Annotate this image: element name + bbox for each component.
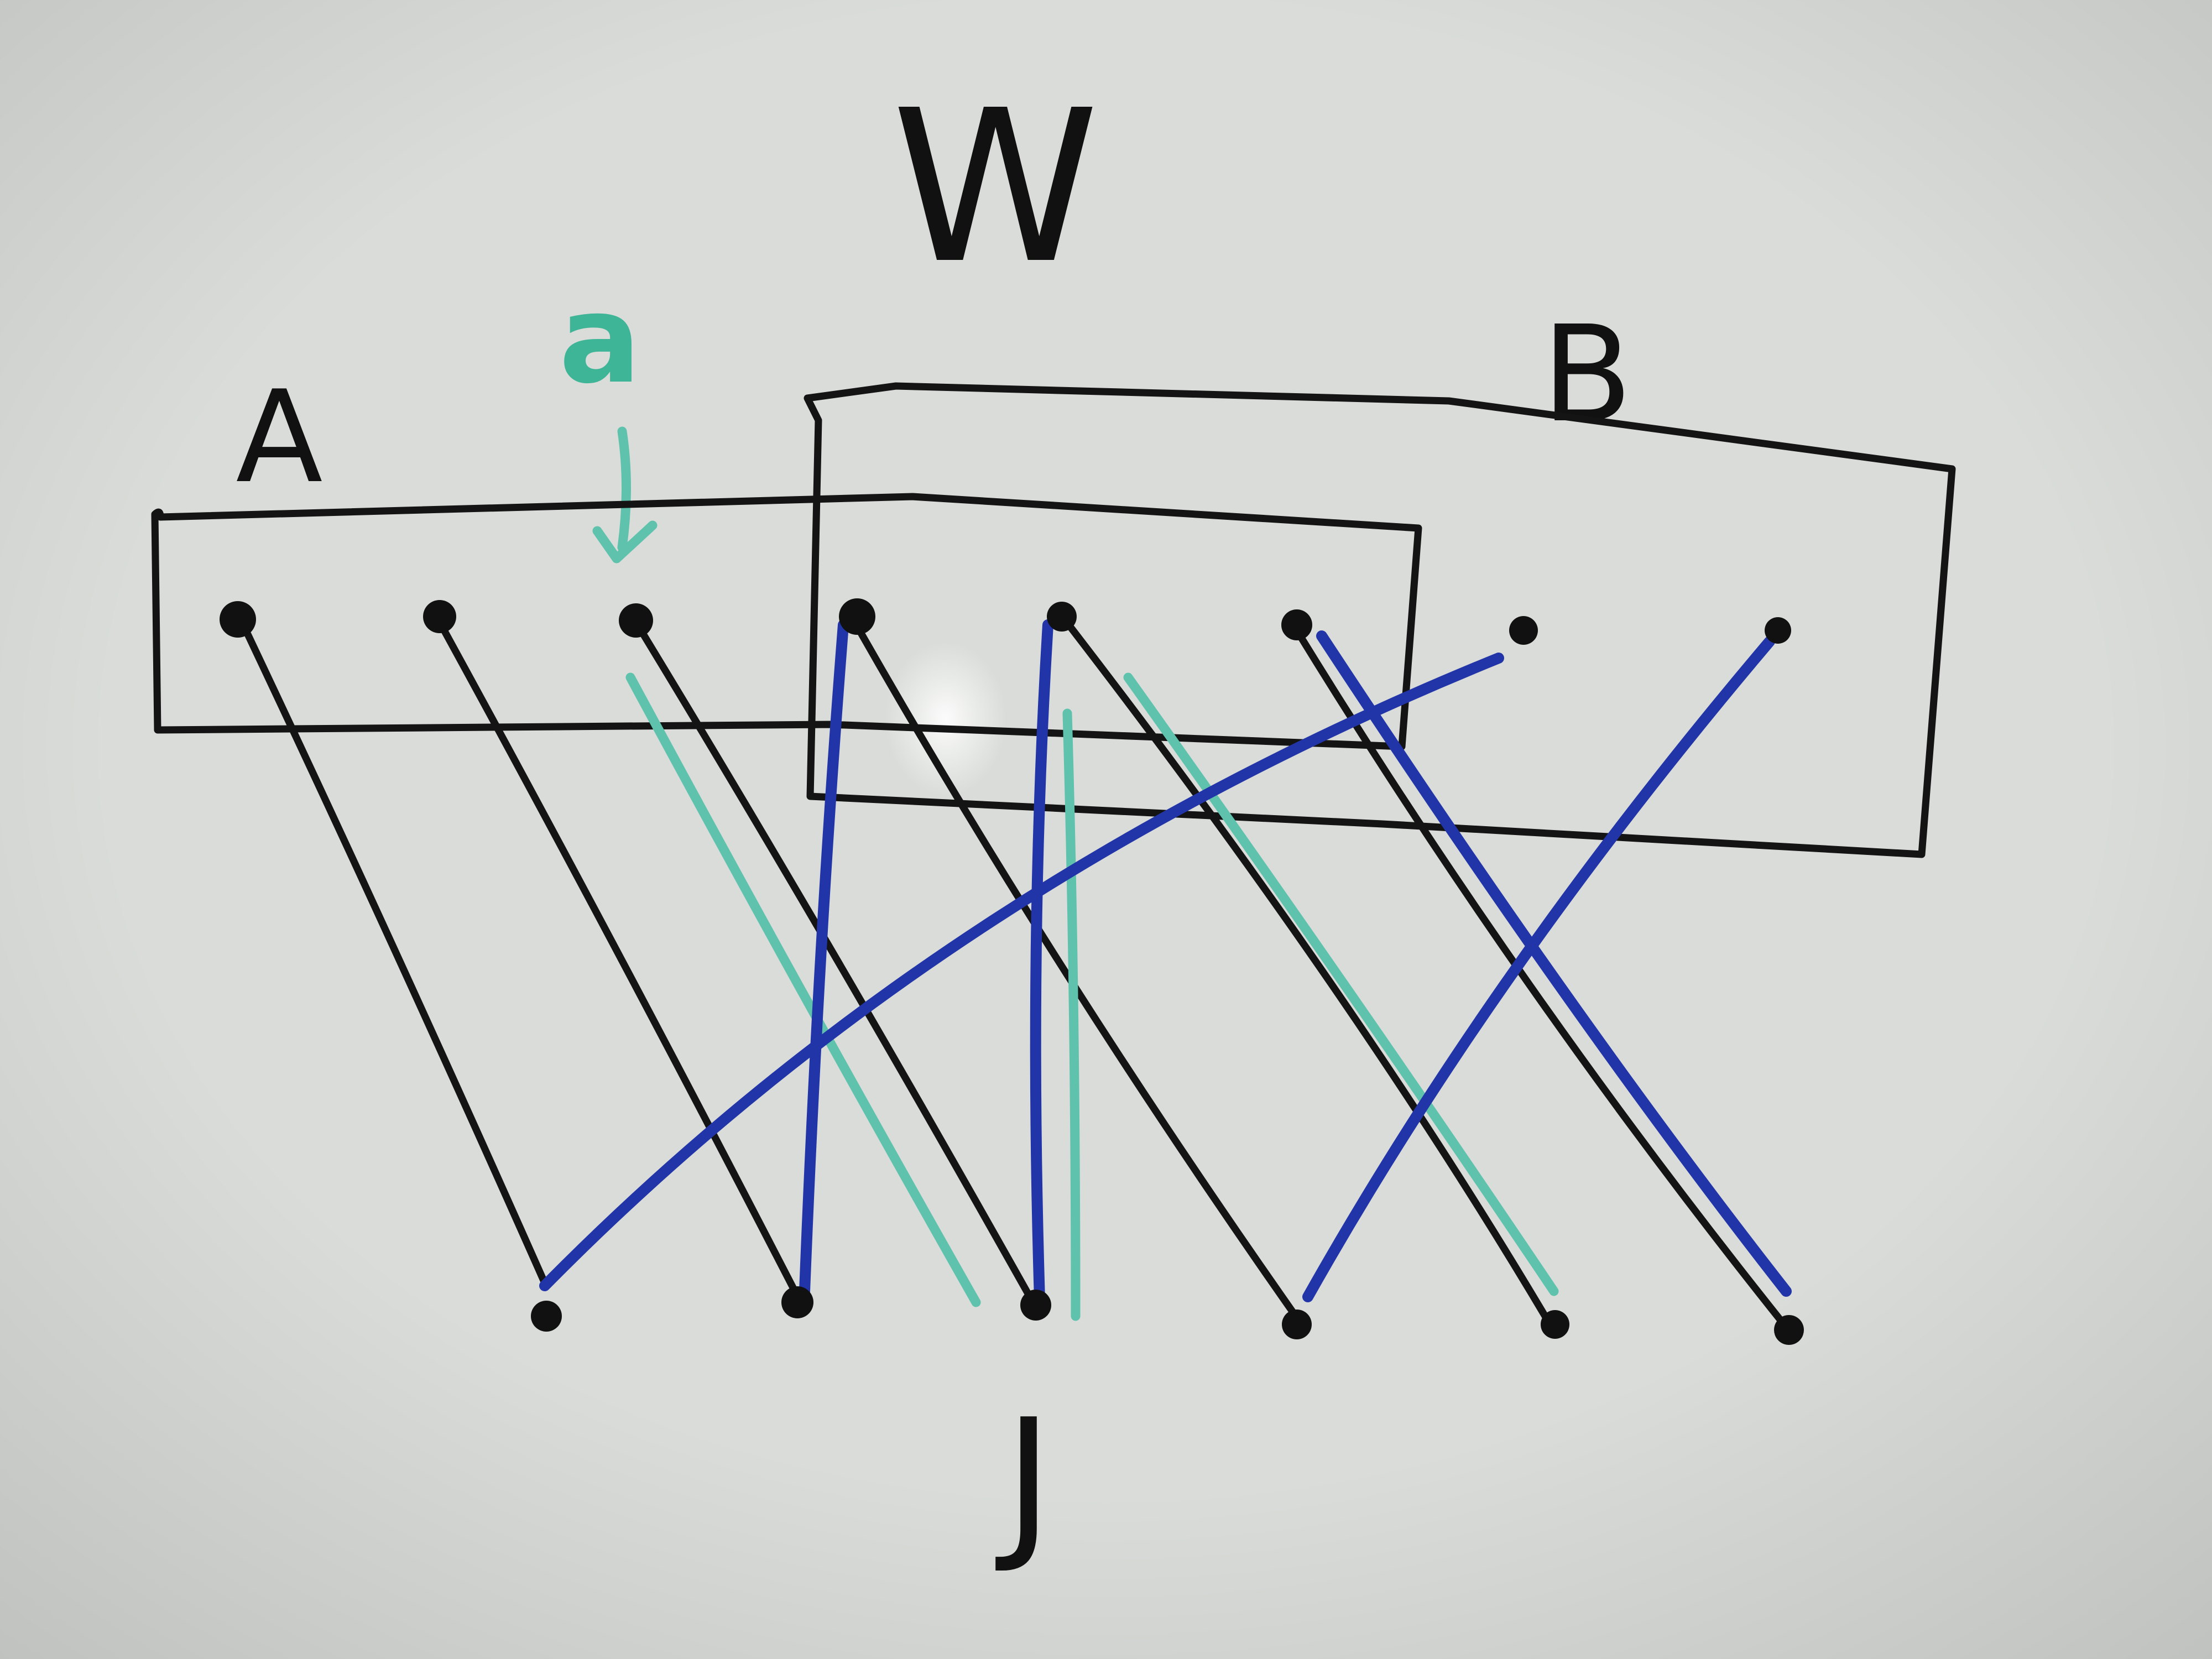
node-top	[1047, 602, 1077, 632]
edge-blue	[1302, 636, 1775, 1302]
edge-blue	[1030, 619, 1053, 1305]
node-top	[619, 603, 653, 638]
label-j: J	[994, 1384, 1053, 1577]
label-a-marker: a	[559, 269, 641, 410]
node-bottom	[1774, 1315, 1804, 1345]
set-b-box	[804, 382, 1956, 858]
label-w: W	[891, 65, 1099, 310]
node-bottom	[1282, 1310, 1312, 1339]
node-bottom	[1541, 1310, 1569, 1339]
set-a-box	[151, 493, 1422, 750]
edge-black	[1293, 627, 1790, 1331]
edge-black	[1061, 615, 1552, 1326]
node-bottom	[781, 1286, 813, 1318]
black-edges	[239, 613, 1790, 1331]
teal-edges	[625, 672, 1559, 1321]
edge-black	[848, 613, 1303, 1326]
node-top	[839, 598, 875, 635]
edge-black	[239, 621, 549, 1287]
node-top	[220, 601, 256, 638]
node-bottom	[531, 1301, 562, 1332]
edge-blue	[539, 653, 1504, 1291]
edge-blue	[1316, 630, 1792, 1297]
node-top	[1765, 617, 1791, 644]
edge-teal	[1062, 708, 1081, 1321]
edge-black	[436, 618, 800, 1298]
bottom-nodes	[531, 1286, 1804, 1345]
top-nodes	[220, 598, 1791, 645]
label-a: A	[236, 364, 322, 512]
edge-teal	[1123, 672, 1559, 1296]
blue-edges	[539, 619, 1792, 1305]
node-top	[1281, 609, 1312, 640]
node-top	[1509, 616, 1538, 645]
marker-arrow	[592, 426, 658, 564]
node-bottom	[1020, 1290, 1051, 1321]
node-top	[423, 600, 456, 633]
edge-teal	[625, 672, 981, 1307]
label-b: B	[1542, 297, 1633, 452]
edge-blue	[799, 619, 849, 1297]
edge-black	[632, 618, 1035, 1303]
